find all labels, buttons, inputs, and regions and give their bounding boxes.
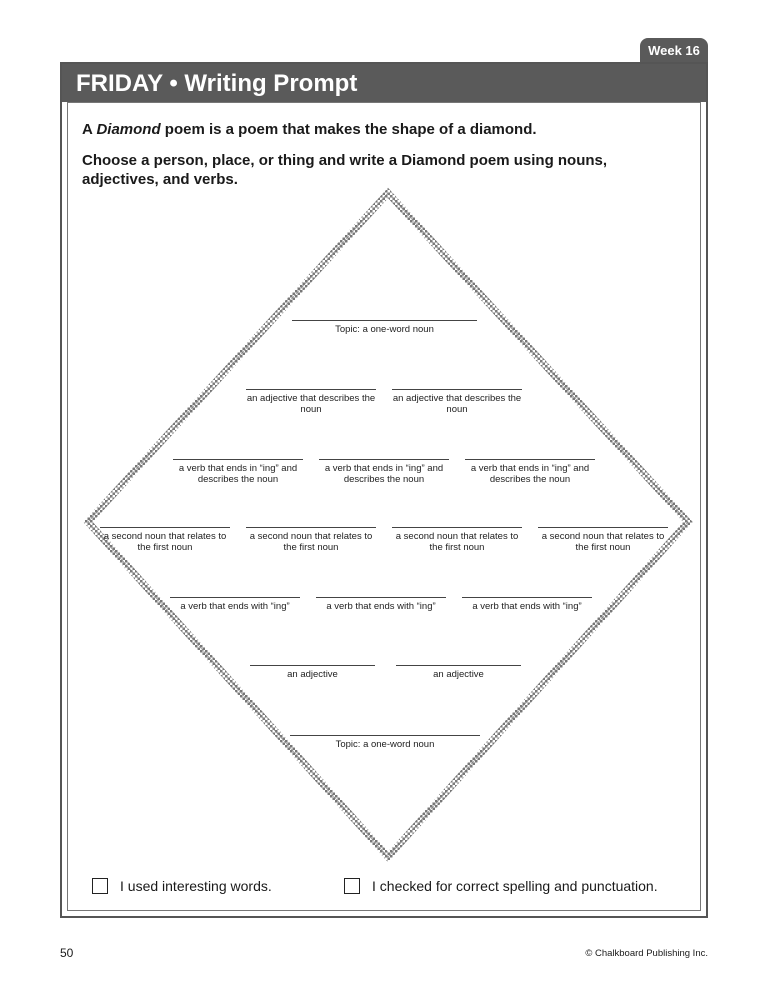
checkbox-icon[interactable]: [92, 878, 108, 894]
poem-line-slot[interactable]: Topic: a one-word noun: [290, 735, 480, 750]
copyright: © Chalkboard Publishing Inc.: [585, 948, 708, 959]
writing-line[interactable]: [396, 665, 521, 666]
writing-line[interactable]: [100, 527, 230, 528]
worksheet-frame: FRIDAY • Writing Prompt: [60, 62, 708, 918]
checklist-item-spelling[interactable]: I checked for correct spelling and punct…: [344, 878, 658, 894]
writing-line[interactable]: [250, 665, 375, 666]
writing-line[interactable]: [465, 459, 595, 460]
poem-line-slot[interactable]: a second noun that relates to the first …: [246, 527, 376, 553]
checklist-item-words[interactable]: I used interesting words.: [92, 878, 272, 894]
poem-line-slot[interactable]: a second noun that relates to the first …: [392, 527, 522, 553]
writing-line[interactable]: [392, 389, 522, 390]
intro-task: Choose a person, place, or thing and wri…: [82, 152, 608, 188]
page-number: 50: [60, 946, 74, 960]
line-caption: a second noun that relates to the first …: [249, 531, 373, 553]
poem-line-slot[interactable]: Topic: a one-word noun: [292, 320, 477, 335]
writing-line[interactable]: [316, 597, 446, 598]
writing-line[interactable]: [319, 459, 449, 460]
poem-line-slot[interactable]: a verb that ends in “ing” and describes …: [173, 459, 303, 485]
poem-line-slot[interactable]: an adjective that describes the noun: [392, 389, 522, 415]
line-caption: a second noun that relates to the first …: [103, 531, 227, 553]
writing-line[interactable]: [392, 527, 522, 528]
line-caption: an adjective that describes the noun: [246, 393, 376, 415]
writing-line[interactable]: [292, 320, 477, 321]
line-caption: an adjective: [287, 669, 338, 680]
writing-line[interactable]: [290, 735, 480, 736]
poem-line-slot[interactable]: a second noun that relates to the first …: [538, 527, 668, 553]
poem-line-slot[interactable]: an adjective that describes the noun: [246, 389, 376, 415]
checklist-label: I checked for correct spelling and punct…: [372, 878, 658, 894]
inner-border: [67, 102, 701, 911]
line-caption: a second noun that relates to the first …: [541, 531, 665, 553]
poem-line-slot[interactable]: an adjective: [396, 665, 521, 680]
line-caption: a verb that ends with “ing”: [180, 601, 290, 612]
line-caption: a second noun that relates to the first …: [395, 531, 519, 553]
line-caption: a verb that ends in “ing” and describes …: [470, 463, 590, 485]
poem-line-slot[interactable]: a second noun that relates to the first …: [100, 527, 230, 553]
line-caption: an adjective: [433, 669, 484, 680]
poem-line-slot[interactable]: an adjective: [250, 665, 375, 680]
line-caption: a verb that ends with “ing”: [472, 601, 582, 612]
line-caption: a verb that ends in “ing” and describes …: [178, 463, 298, 485]
poem-line-slot[interactable]: a verb that ends with “ing”: [462, 597, 592, 612]
writing-line[interactable]: [462, 597, 592, 598]
checklist-label: I used interesting words.: [120, 878, 272, 894]
intro-definition: A Diamond poem is a poem that makes the …: [82, 121, 537, 138]
writing-line[interactable]: [246, 527, 376, 528]
writing-line[interactable]: [246, 389, 376, 390]
page-title: FRIDAY • Writing Prompt: [62, 64, 706, 102]
writing-line[interactable]: [170, 597, 300, 598]
poem-line-slot[interactable]: a verb that ends in “ing” and describes …: [319, 459, 449, 485]
poem-line-slot[interactable]: a verb that ends in “ing” and describes …: [465, 459, 595, 485]
week-tab: Week 16: [640, 38, 708, 64]
poem-line-slot[interactable]: a verb that ends with “ing”: [316, 597, 446, 612]
line-caption: a verb that ends in “ing” and describes …: [324, 463, 444, 485]
poem-line-slot[interactable]: a verb that ends with “ing”: [170, 597, 300, 612]
line-caption: Topic: a one-word noun: [335, 324, 434, 335]
line-caption: a verb that ends with “ing”: [326, 601, 436, 612]
instructions: A Diamond poem is a poem that makes the …: [82, 120, 682, 201]
line-caption: Topic: a one-word noun: [335, 739, 435, 750]
writing-line[interactable]: [538, 527, 668, 528]
checkbox-icon[interactable]: [344, 878, 360, 894]
line-caption: an adjective that describes the noun: [392, 393, 522, 415]
writing-line[interactable]: [173, 459, 303, 460]
